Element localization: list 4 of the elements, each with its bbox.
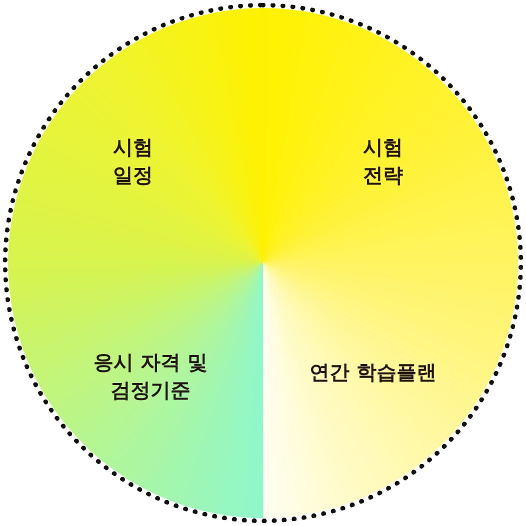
sector-label: 응시 자격 및 검정기준: [92, 349, 208, 404]
sector-label: 시험 일정: [112, 134, 154, 189]
sector-label: 시험 전략: [362, 134, 404, 189]
sector-label: 연간 학습플랜: [308, 359, 438, 386]
